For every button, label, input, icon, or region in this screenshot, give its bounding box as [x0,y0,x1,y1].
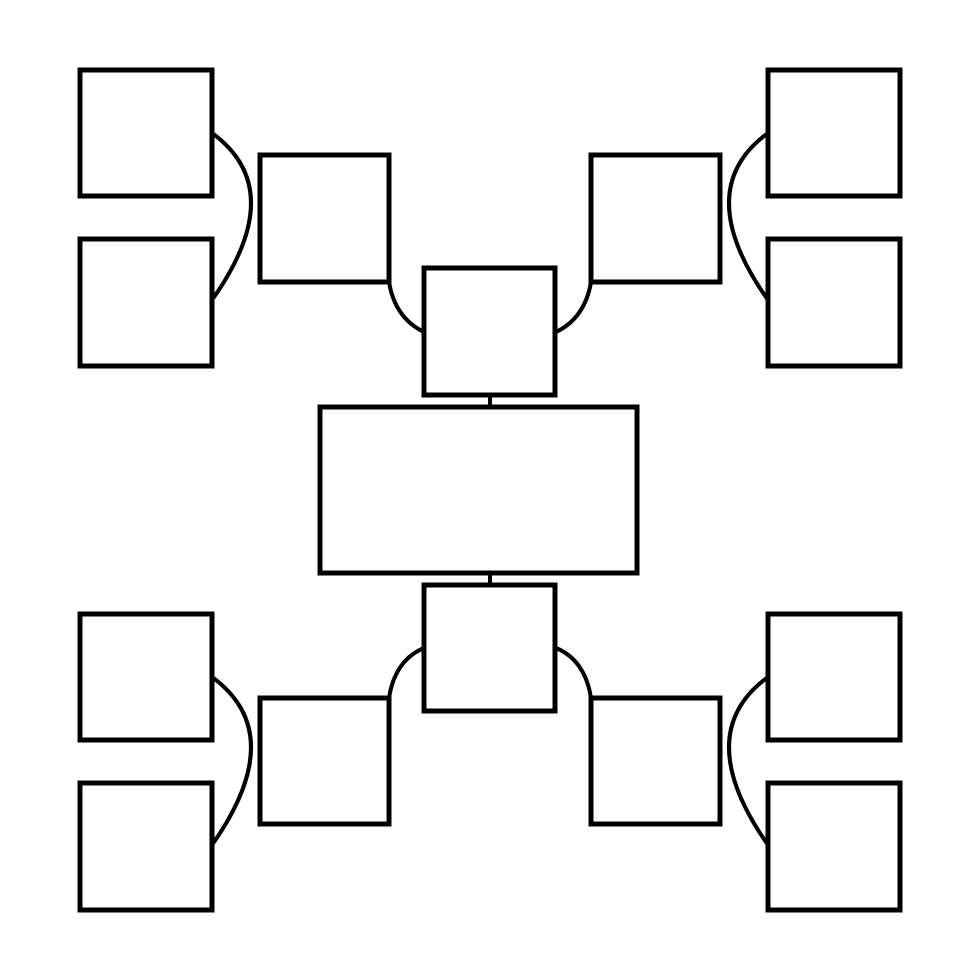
connectors [210,131,770,847]
top-left-leaf-1-box [77,67,215,199]
bottom-hub-box [421,582,558,714]
top-right-branch-box [588,152,723,285]
bottom-right-branch-box [588,695,723,827]
connector-top-right-leaves [727,131,770,302]
top-right-leaf-1-box [765,67,903,199]
bottom-left-leaf-2-box [77,780,215,913]
bottom-right-leaf-1-box [765,611,903,743]
connector-bottom-left-leaves [210,675,253,847]
connector-top-hub-right-branch [555,281,593,334]
connector-top-left-leaves [210,131,253,302]
connector-bottom-hub-left-branch [387,646,425,699]
top-right-leaf-2-box [765,236,903,369]
connector-bottom-hub-right-branch [555,646,593,699]
connector-bottom-right-leaves [727,675,770,847]
top-left-leaf-2-box [77,236,215,369]
central-node-box [317,404,640,576]
top-hub-box [421,265,558,398]
nodes [77,67,903,913]
connector-top-hub-left-branch [387,281,425,334]
bottom-right-leaf-2-box [765,780,903,913]
bottom-left-branch-box [257,695,392,827]
top-left-branch-box [257,152,392,285]
bottom-left-leaf-1-box [77,611,215,743]
